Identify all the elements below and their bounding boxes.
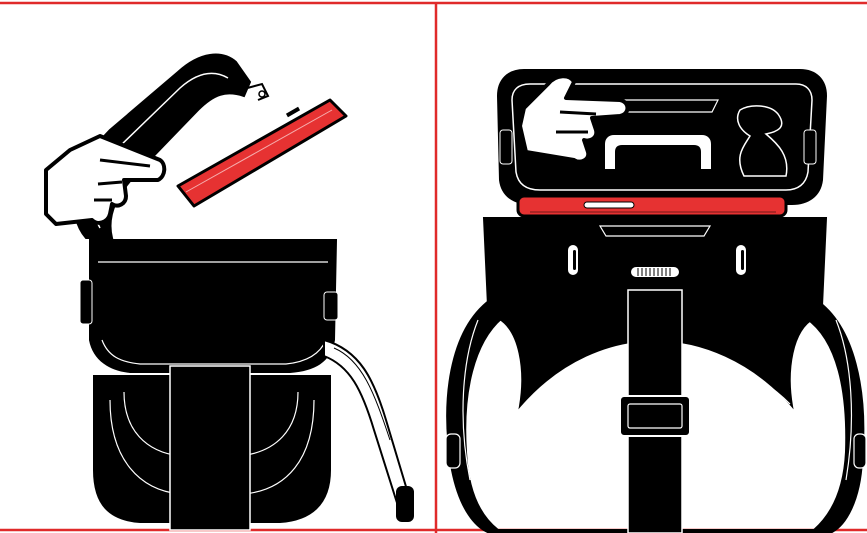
smartphone-icon	[178, 100, 346, 206]
vr-headset-body-icon	[80, 240, 414, 530]
step-2-panel	[446, 70, 866, 533]
smartphone-inserted-icon	[518, 196, 786, 216]
step-1-panel	[46, 55, 414, 530]
